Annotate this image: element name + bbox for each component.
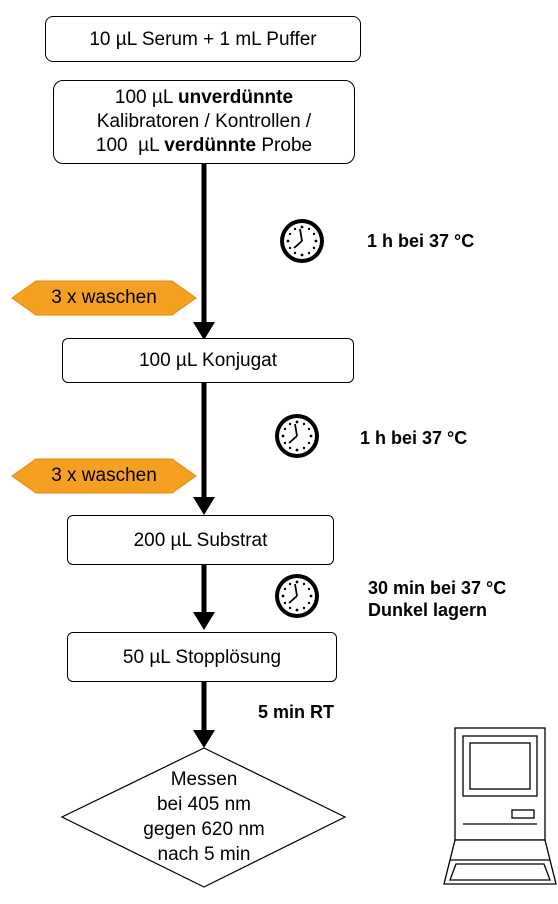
measure-line-3: gegen 620 nm <box>143 819 265 840</box>
measure-text: Messen bei 405 nm gegen 620 nm nach 5 mi… <box>104 767 304 867</box>
step-sample-box: 100 µL unverdünnte Kalibratoren / Kontro… <box>53 80 355 164</box>
step-substrate-box: 200 µL Substrat <box>67 515 334 565</box>
step-stop-box: 50 µL Stopplösung <box>67 632 337 682</box>
wash-label-2: 3 x waschen <box>51 465 157 486</box>
incubation-label-3-line1: 30 min bei 37 °C <box>368 578 507 598</box>
incubation-label-3: 30 min bei 37 °C Dunkel lagern <box>368 577 506 621</box>
wash-hexagon-1 <box>11 280 197 316</box>
incubation-label-1: 1 h bei 37 °C <box>367 231 475 251</box>
step-sample-line2: Kalibratoren / Kontrollen / <box>96 111 312 132</box>
measure-line-1: Messen <box>170 769 238 790</box>
arrowhead-stop <box>193 612 215 630</box>
incubation-label-3-line2: Dunkel lagern <box>368 600 488 620</box>
clock-icon <box>275 414 319 458</box>
step-stop-text: 50 µL Stopplösung <box>122 646 282 668</box>
arrowhead-measure <box>193 730 215 748</box>
incubation-label-2: 1 h bei 37 °C <box>360 428 468 448</box>
clock-icon <box>275 574 319 618</box>
wash-hexagon-2 <box>11 458 197 494</box>
step-substrate-text: 200 µL Substrat <box>133 529 268 551</box>
sample-line3-normal-a: 100 µL <box>95 135 165 156</box>
step-conjugate-text: 100 µL Konjugat <box>138 350 278 371</box>
sample-line1-bold: unverdünnte <box>178 87 294 108</box>
arrowhead-conjugate <box>193 322 215 340</box>
sample-line3-normal-b: Probe <box>256 135 313 156</box>
sample-line3-bold: verdünnte <box>164 135 257 156</box>
flow-arrows <box>193 164 215 748</box>
wash-label-1: 3 x waschen <box>51 287 157 308</box>
measure-line-4: nach 5 min <box>157 844 251 865</box>
step-sample-line3: 100 µL verdünnte Probe <box>96 134 312 158</box>
sample-line1-normal: 100 µL <box>114 87 178 108</box>
step-conjugate-box: 100 µL Konjugat <box>62 338 354 383</box>
measure-diamond <box>60 747 347 888</box>
step-serum-box: 10 µL Serum + 1 mL Puffer <box>45 16 361 62</box>
clock-icon <box>280 219 324 263</box>
arrowhead-substrate <box>193 497 215 515</box>
incubation-label-4: 5 min RT <box>258 702 335 722</box>
measure-line-2: bei 405 nm <box>156 794 251 815</box>
step-sample-line1: 100 µL unverdünnte <box>115 86 293 110</box>
step-serum-text: 10 µL Serum + 1 mL Puffer <box>89 28 317 50</box>
computer-icon <box>443 727 557 885</box>
